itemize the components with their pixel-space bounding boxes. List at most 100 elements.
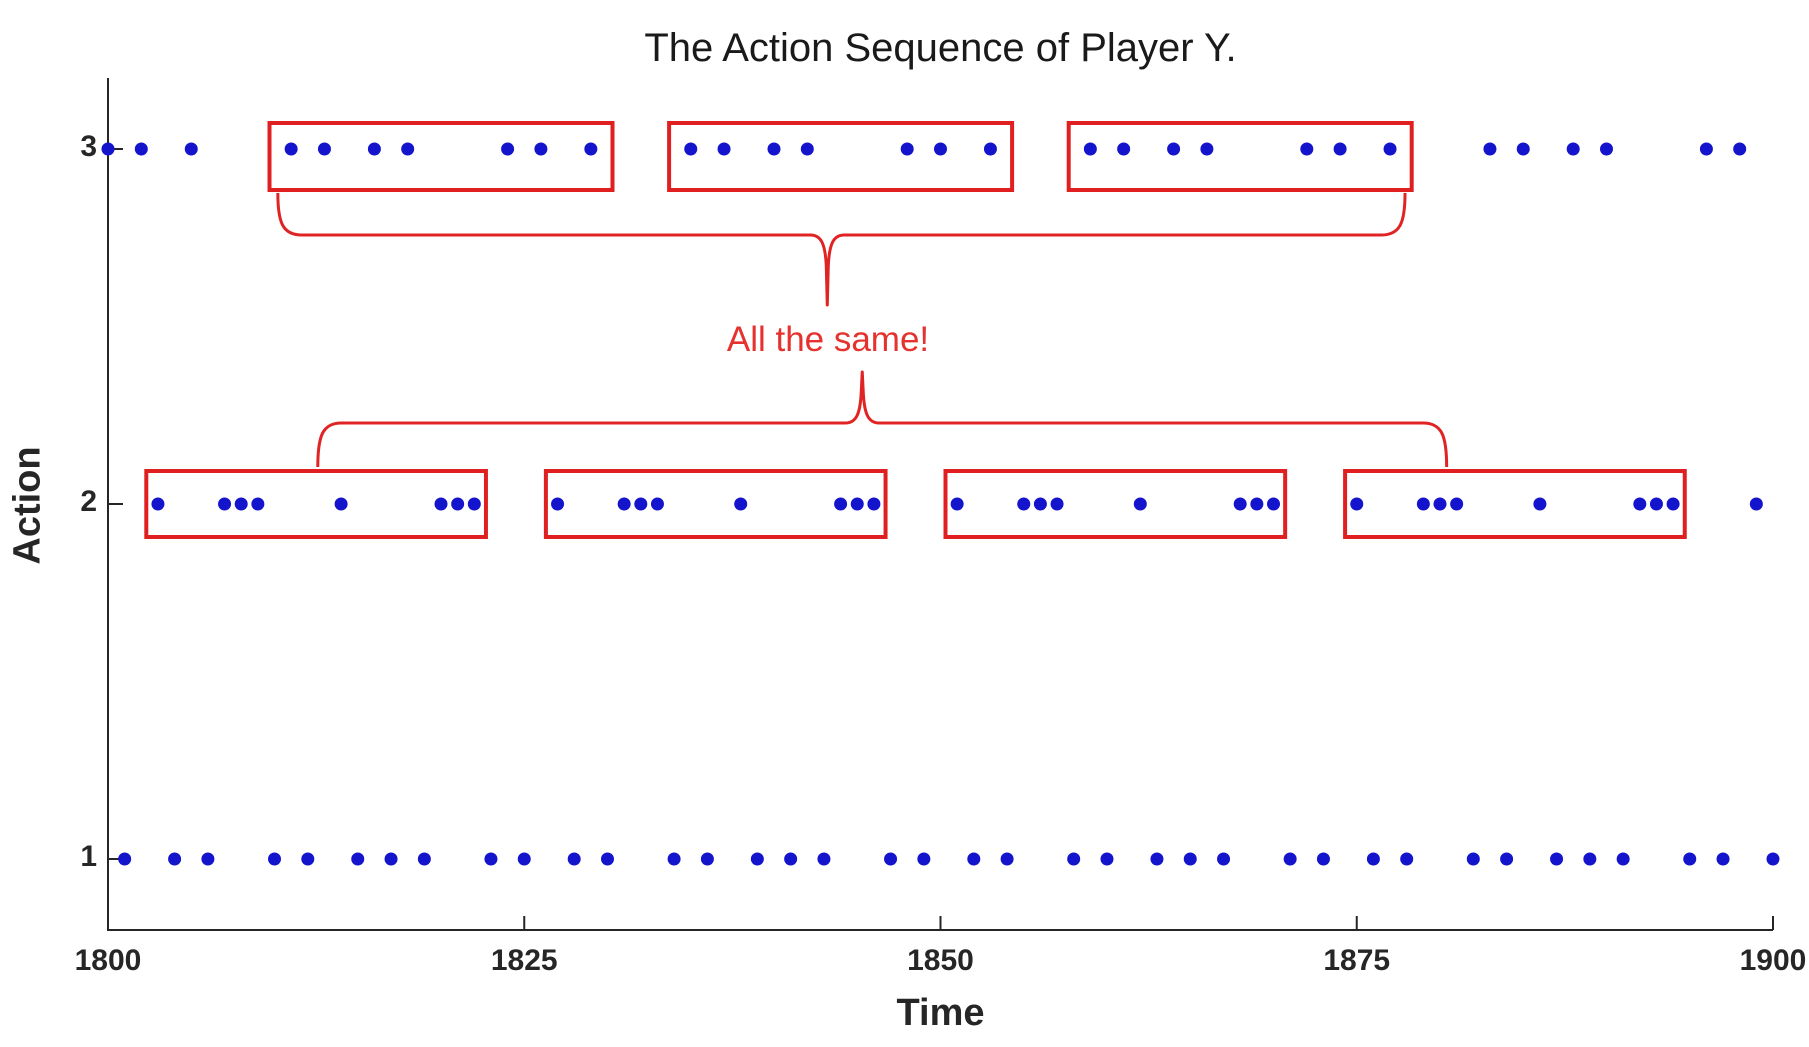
x-tick-label: 1900 [1739, 944, 1807, 977]
data-point [1100, 852, 1114, 866]
data-point [1533, 497, 1547, 511]
data-point [1167, 142, 1181, 156]
data-point [1633, 497, 1647, 511]
data-point [1583, 852, 1597, 866]
data-point [151, 497, 165, 511]
data-point [367, 142, 381, 156]
data-point [817, 852, 831, 866]
data-point [1466, 852, 1480, 866]
data-point [1333, 142, 1347, 156]
data-point [1300, 142, 1314, 156]
data-point [434, 497, 448, 511]
data-point [800, 142, 814, 156]
data-point [1766, 852, 1780, 866]
y-tick-label: 3 [80, 130, 97, 163]
data-point [1683, 852, 1697, 866]
data-point [1150, 852, 1164, 866]
data-point [168, 852, 182, 866]
data-point [1416, 497, 1430, 511]
data-point [134, 142, 148, 156]
data-point [1133, 497, 1147, 511]
data-point [417, 852, 431, 866]
data-point [1600, 142, 1613, 156]
highlight-box [543, 469, 888, 539]
data-point [1083, 142, 1097, 156]
data-point [534, 142, 548, 156]
data-point [784, 852, 798, 866]
data-point [1666, 497, 1680, 511]
data-point [1267, 497, 1280, 511]
data-point [1649, 497, 1663, 511]
data-point [934, 142, 947, 156]
data-point [451, 497, 465, 511]
data-point [867, 497, 881, 511]
data-point [767, 142, 781, 156]
data-point [967, 852, 981, 866]
annotation-all-the-same: All the same! [726, 320, 930, 359]
data-point [1183, 852, 1197, 866]
highlight-box [667, 121, 1015, 192]
data-point [1117, 142, 1131, 156]
data-point [101, 142, 115, 156]
data-point [284, 142, 298, 156]
data-point [1749, 497, 1763, 511]
data-point [1350, 497, 1364, 511]
data-point [917, 852, 931, 866]
highlight-box [144, 469, 488, 539]
data-point [983, 142, 997, 156]
data-point [1000, 852, 1014, 866]
data-point [1233, 497, 1247, 511]
data-point [1316, 852, 1330, 866]
data-point [384, 852, 398, 866]
y-tick-label: 1 [80, 840, 97, 873]
data-point [1450, 497, 1464, 511]
data-point [1566, 142, 1580, 156]
data-point [1400, 852, 1414, 866]
data-point [1433, 497, 1447, 511]
data-point [1616, 852, 1630, 866]
data-point [1733, 142, 1747, 156]
highlight-box [1343, 469, 1687, 539]
data-point [251, 497, 265, 511]
data-point [601, 852, 614, 866]
highlight-box [943, 469, 1288, 539]
data-point [268, 852, 281, 866]
data-point [750, 852, 764, 866]
x-axis-label: Time [896, 992, 985, 1034]
data-point [551, 497, 565, 511]
data-point [401, 142, 415, 156]
data-point [317, 142, 331, 156]
data-point [118, 852, 132, 866]
data-point [218, 497, 232, 511]
data-point [517, 852, 531, 866]
y-tick-label: 2 [80, 485, 97, 518]
data-point [501, 142, 515, 156]
highlight-box [1066, 121, 1414, 192]
data-point [834, 497, 848, 511]
data-point [184, 142, 198, 156]
data-point [1383, 142, 1397, 156]
data-point [567, 852, 581, 866]
x-tick-label: 1800 [74, 944, 142, 977]
x-tick-label: 1825 [490, 944, 558, 977]
highlight-box [267, 121, 615, 192]
data-point [584, 142, 598, 156]
data-point [617, 497, 631, 511]
data-point [1067, 852, 1081, 866]
data-point [667, 852, 681, 866]
data-point [484, 852, 498, 866]
data-point [1217, 852, 1231, 866]
data-point [201, 852, 215, 866]
data-point [351, 852, 365, 866]
brace-action-3-boxes [276, 192, 1407, 307]
data-point [467, 497, 481, 511]
data-point [734, 497, 748, 511]
x-tick-label: 1875 [1323, 944, 1391, 977]
data-point [1050, 497, 1064, 511]
data-point [1716, 852, 1730, 866]
data-point [1017, 497, 1031, 511]
data-point [1699, 142, 1713, 156]
data-point [1200, 142, 1214, 156]
